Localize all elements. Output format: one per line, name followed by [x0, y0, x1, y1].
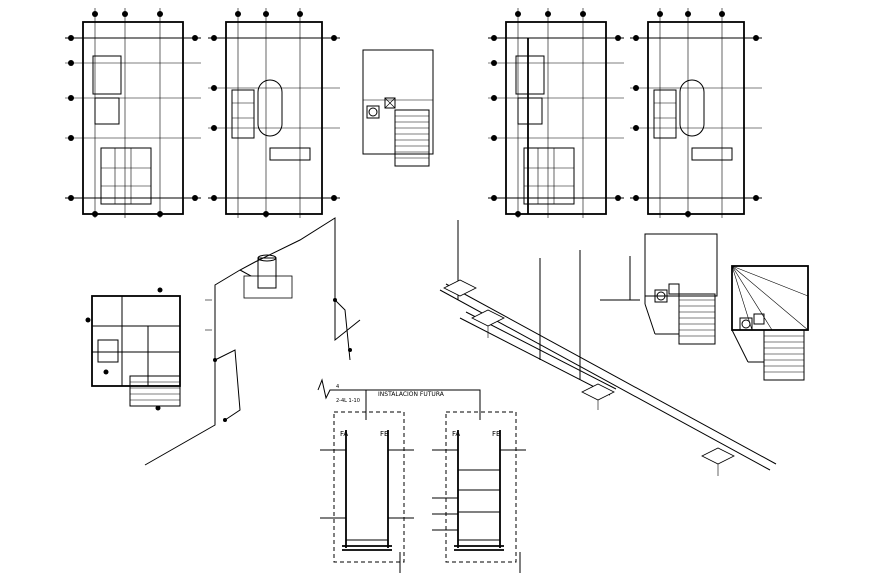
installation-label: INSTALACION FUTURA: [378, 391, 445, 398]
floor-plan-4: [630, 8, 762, 218]
floor-plan-2: [208, 8, 340, 218]
electrical-panel-diagram: 4 2-4L 1-10 INSTALACION FUTURA FA FB FA …: [317, 378, 526, 573]
small-floor-plan: [85, 287, 181, 411]
panel-right-phase-b: FB: [492, 430, 501, 438]
panel-left-phase-a: FA: [340, 430, 348, 438]
isometric-drainage: [439, 220, 777, 476]
feeder-label: 4: [336, 384, 339, 390]
roof-plan-b: [731, 265, 809, 381]
floor-plan-3: [488, 8, 624, 218]
isometric-water-piping: [144, 217, 361, 466]
feeder-sublabel: 2-4L 1-10: [336, 398, 360, 404]
floor-plan-1: [65, 8, 201, 218]
roof-plan-top: [362, 49, 434, 167]
panel-right-phase-a: FA: [452, 430, 460, 438]
panel-left-phase-b: FB: [380, 430, 389, 438]
roof-plan-a: [644, 233, 718, 345]
